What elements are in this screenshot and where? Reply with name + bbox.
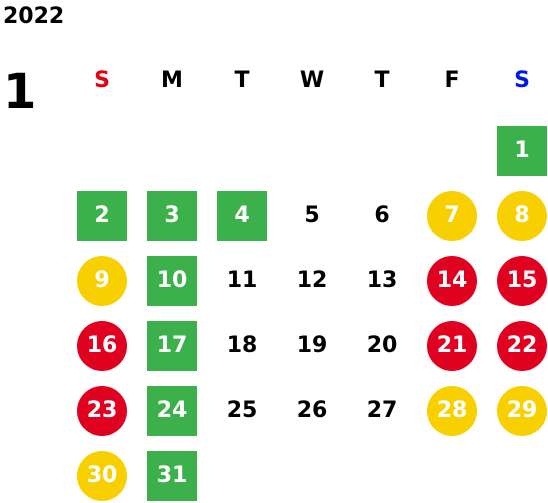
day-cell-red: 22 bbox=[497, 321, 547, 371]
weekday-label: F bbox=[444, 68, 460, 93]
weekday-label: W bbox=[299, 68, 325, 93]
day-cell-green: 3 bbox=[147, 191, 197, 241]
weekday-label: T bbox=[374, 68, 390, 93]
day-cell: 18 bbox=[226, 333, 258, 358]
day-cell-yellow: 30 bbox=[77, 451, 127, 501]
weekday-label: M bbox=[161, 68, 183, 93]
calendar-year: 2022 bbox=[3, 4, 65, 29]
day-cell-green: 10 bbox=[147, 256, 197, 306]
day-cell: 19 bbox=[296, 333, 328, 358]
weekday-label: T bbox=[234, 68, 250, 93]
day-cell-green: 2 bbox=[77, 191, 127, 241]
day-cell-yellow: 9 bbox=[77, 256, 127, 306]
weekday-label: S bbox=[94, 68, 110, 93]
day-cell-green: 31 bbox=[147, 451, 197, 501]
day-cell-red: 14 bbox=[427, 256, 477, 306]
day-cell-green: 24 bbox=[147, 386, 197, 436]
day-cell-red: 16 bbox=[77, 321, 127, 371]
day-cell: 6 bbox=[374, 203, 390, 228]
weekday-label: S bbox=[514, 68, 530, 93]
day-cell: 5 bbox=[304, 203, 320, 228]
day-cell-green: 4 bbox=[217, 191, 267, 241]
day-cell: 12 bbox=[296, 268, 328, 293]
day-cell: 13 bbox=[366, 268, 398, 293]
day-cell-red: 15 bbox=[497, 256, 547, 306]
day-cell-red: 21 bbox=[427, 321, 477, 371]
day-cell-red: 23 bbox=[77, 386, 127, 436]
day-cell: 26 bbox=[296, 398, 328, 423]
day-cell: 25 bbox=[226, 398, 258, 423]
day-cell-yellow: 29 bbox=[497, 386, 547, 436]
day-cell-yellow: 7 bbox=[427, 191, 477, 241]
day-cell: 27 bbox=[366, 398, 398, 423]
calendar-month: 1 bbox=[3, 64, 37, 120]
day-cell-green: 1 bbox=[497, 126, 547, 176]
day-cell-yellow: 8 bbox=[497, 191, 547, 241]
day-cell-yellow: 28 bbox=[427, 386, 477, 436]
day-cell: 20 bbox=[366, 333, 398, 358]
day-cell: 11 bbox=[226, 268, 258, 293]
day-cell-green: 17 bbox=[147, 321, 197, 371]
